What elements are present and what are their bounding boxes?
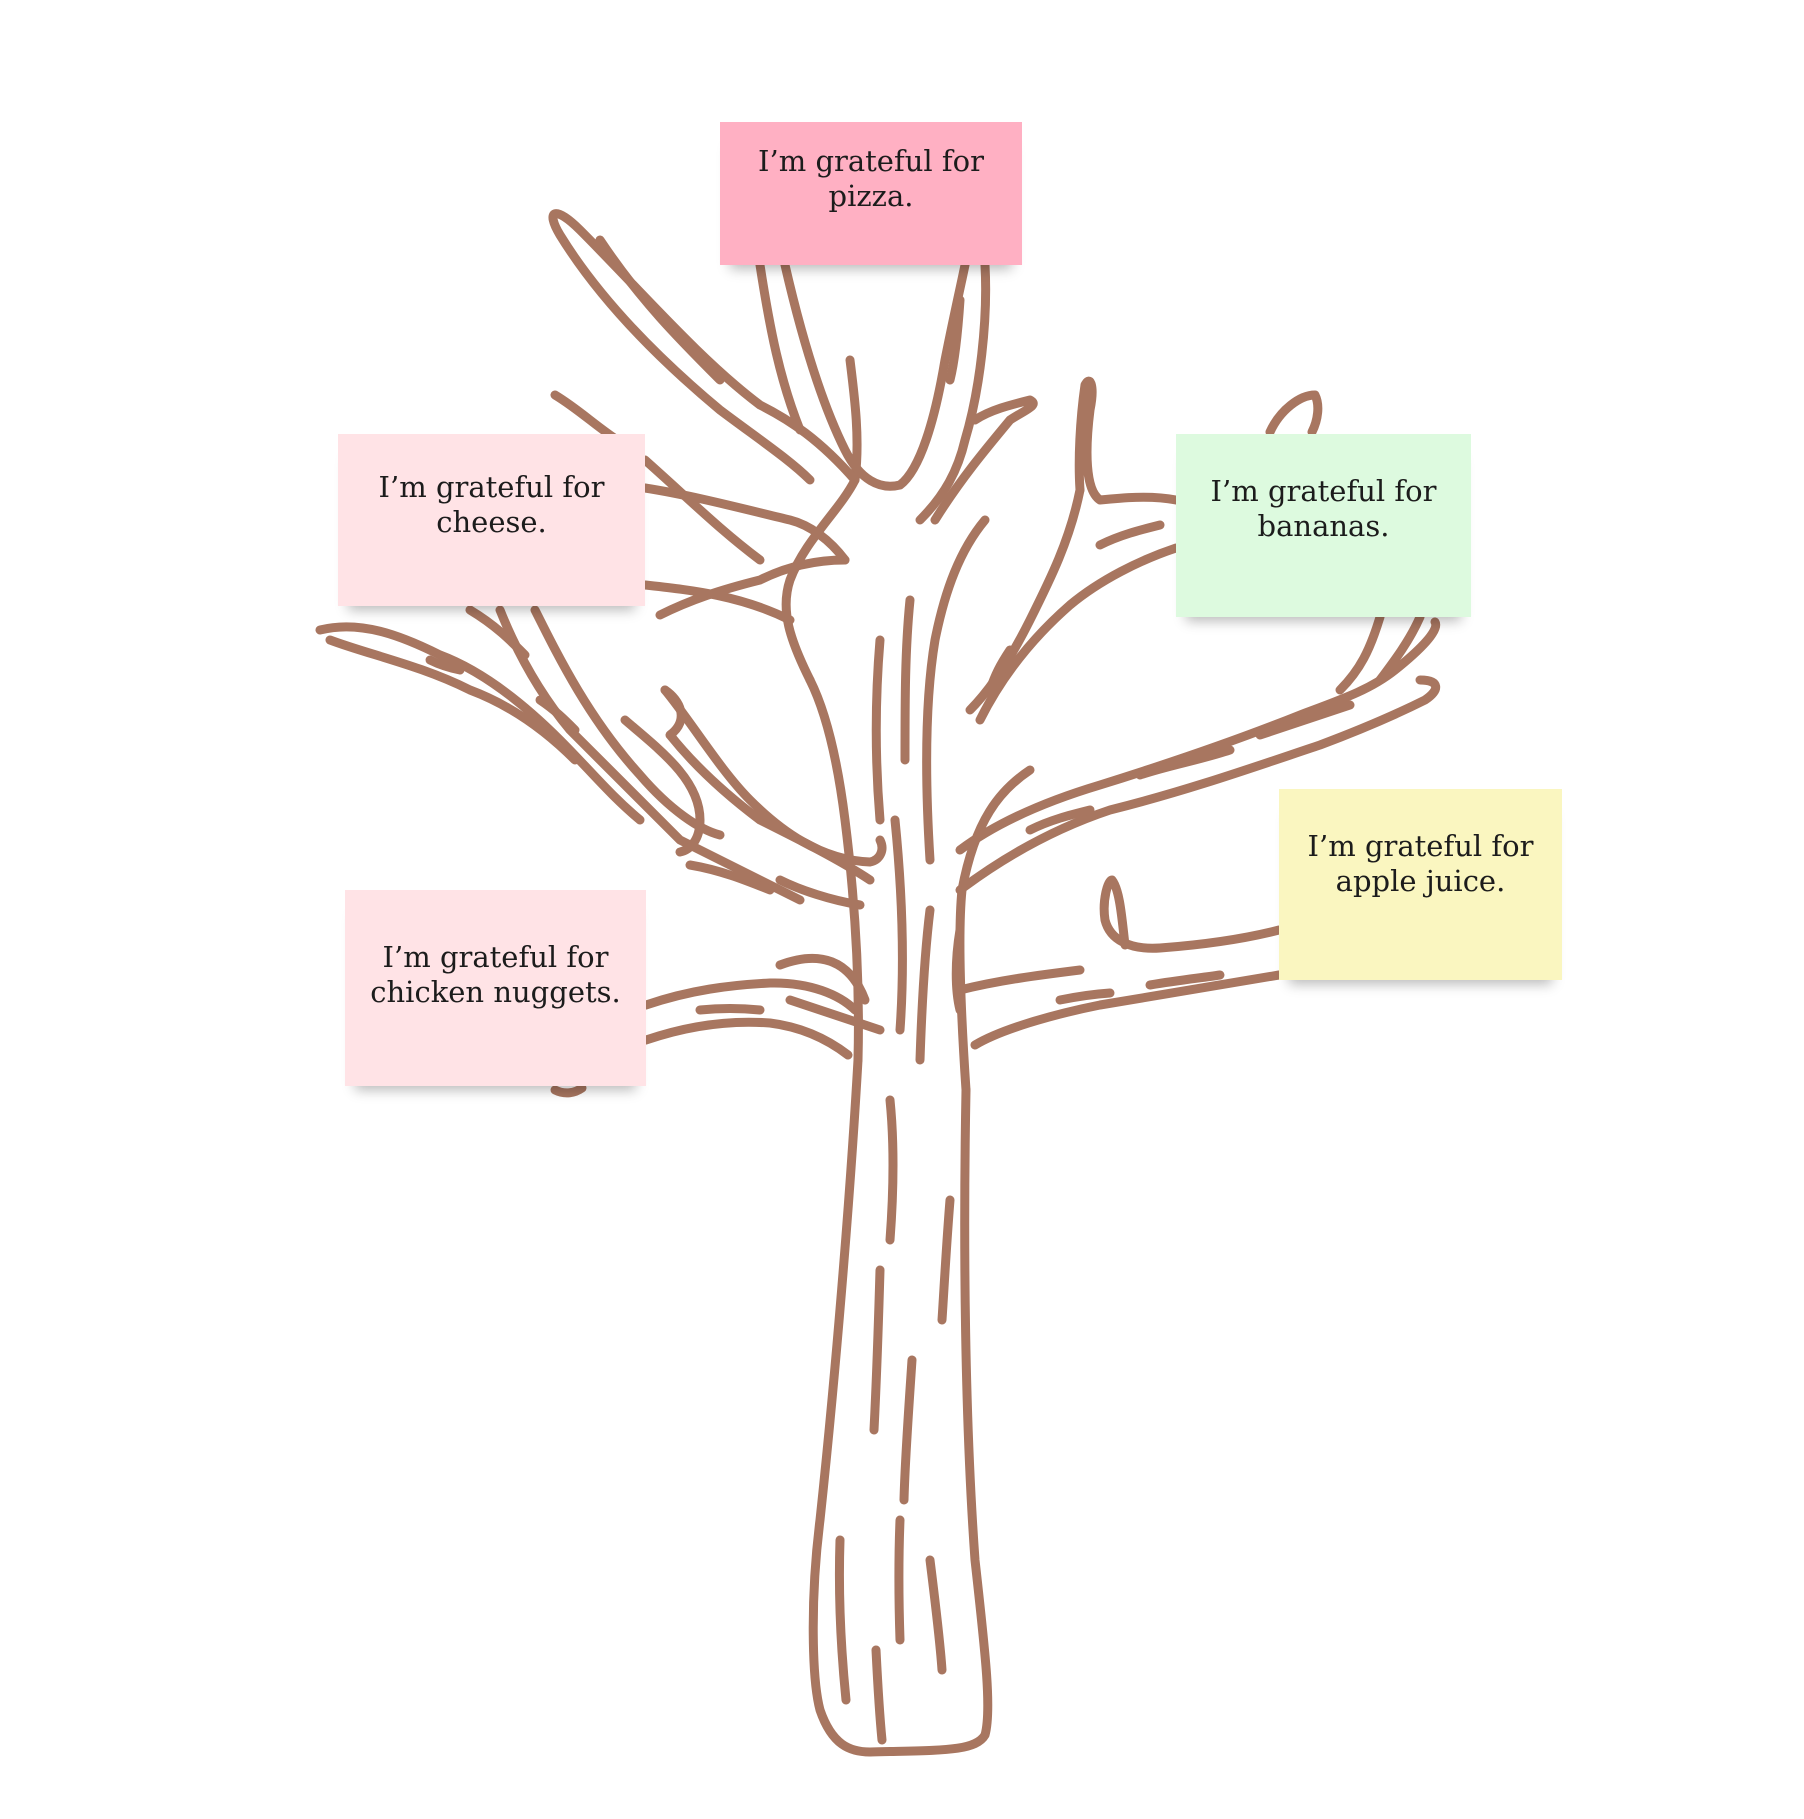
branch-right-upper: [1074, 376, 1181, 505]
trunk-bark-line: [899, 1355, 917, 1505]
branch-inner-left-dash: [685, 860, 775, 895]
sticky-note-apple-juice[interactable]: I’m grateful for apple juice.: [1279, 789, 1562, 980]
branch-left-twig: [465, 605, 530, 660]
branch-lower-left-dash: [695, 1004, 765, 1015]
branch-lower-left-bottom: [641, 1017, 853, 1060]
trunk-right-edge: [865, 1085, 993, 1757]
branch-right-big: [955, 617, 1441, 855]
twig-center-right: [930, 395, 1038, 525]
branch-right-lower-top: [955, 965, 1085, 995]
branch-right-big-tip: [1335, 612, 1385, 695]
sticky-note-bananas[interactable]: I’m grateful for bananas.: [1176, 434, 1471, 617]
branch-top-center-left: [755, 260, 805, 435]
branch-right-big-dash: [1025, 805, 1095, 835]
trunk-bark-line: [885, 1095, 898, 1245]
branch-top-center-mid: [780, 260, 970, 491]
center-stem-inner: [890, 815, 907, 1035]
upper-trunk-right: [922, 515, 990, 865]
branch-inner-left: [620, 715, 705, 857]
trunk-bark-line: [869, 1265, 885, 1435]
branch-left-big-top: [655, 555, 850, 620]
sticky-note-chicken-nuggets[interactable]: I’m grateful for chicken nuggets.: [345, 890, 646, 1086]
trunk-bark-line: [937, 1195, 955, 1325]
branch-right-lower-dash: [1055, 988, 1115, 1005]
trunk-bark-line: [894, 1515, 905, 1645]
sticky-note-cheese[interactable]: I’m grateful for cheese.: [338, 434, 645, 606]
branch-left-big: [530, 605, 725, 840]
branch-top-center-inner: [945, 295, 965, 385]
sticky-note-text: I’m grateful for pizza.: [758, 144, 984, 213]
branch-inner-left-v: [660, 685, 887, 867]
branch-right-big-dash: [1135, 745, 1235, 780]
trunk-left-edge: [808, 1055, 875, 1757]
branch-lower-left: [641, 978, 860, 1015]
branch-right-lower-inner: [951, 925, 965, 1015]
sticky-note-text: I’m grateful for bananas.: [1210, 474, 1437, 543]
center-stem-inner: [915, 905, 935, 1065]
upper-trunk-inner: [871, 635, 885, 825]
sticky-note-text: I’m grateful for cheese.: [378, 470, 605, 539]
branch-far-left-dash: [425, 655, 465, 675]
branch-right-upper-dash: [985, 645, 1015, 695]
branch-right-big-tip: [1375, 612, 1425, 685]
branch-right-lower-bottom: [970, 970, 1284, 1050]
branch-far-left-under: [325, 635, 580, 765]
branch-lower-left-top: [775, 953, 870, 1005]
branch-left-big-lower: [495, 605, 805, 905]
branch-inner-left-dash: [775, 875, 865, 910]
trunk-bark-line: [871, 1645, 887, 1745]
branch-top-center-right: [915, 260, 991, 525]
branch-lower-left-tip: [550, 1083, 587, 1098]
branch-right-big-dash: [1255, 700, 1355, 740]
upper-trunk-left: [781, 355, 862, 685]
twig-right-top: [1265, 390, 1323, 437]
branch-left-twig-inner: [535, 695, 580, 735]
sticky-note-pizza[interactable]: I’m grateful for pizza.: [720, 122, 1022, 265]
branch-far-left: [315, 622, 645, 825]
branch-lower-left-dash: [785, 995, 885, 1035]
upper-trunk-inner: [900, 595, 915, 765]
branch-top-left: [548, 209, 860, 485]
sticky-note-text: I’m grateful for apple juice.: [1307, 829, 1534, 898]
branch-right-lower: [1099, 875, 1284, 953]
branch-right-upper-long: [975, 543, 1181, 725]
branch-right-big-lower: [955, 675, 1441, 895]
sticky-note-text: I’m grateful for chicken nuggets.: [370, 940, 621, 1009]
branch-top-left-inner: [595, 235, 725, 385]
tree-strokes: [315, 209, 1441, 1757]
branch-right-lower-dash: [1145, 970, 1225, 990]
branch-right-upper-dash: [1095, 520, 1165, 550]
trunk-bark-line: [834, 1535, 851, 1705]
trunk-bark-line: [925, 1555, 947, 1675]
branch-left-upper-top: [640, 455, 765, 565]
